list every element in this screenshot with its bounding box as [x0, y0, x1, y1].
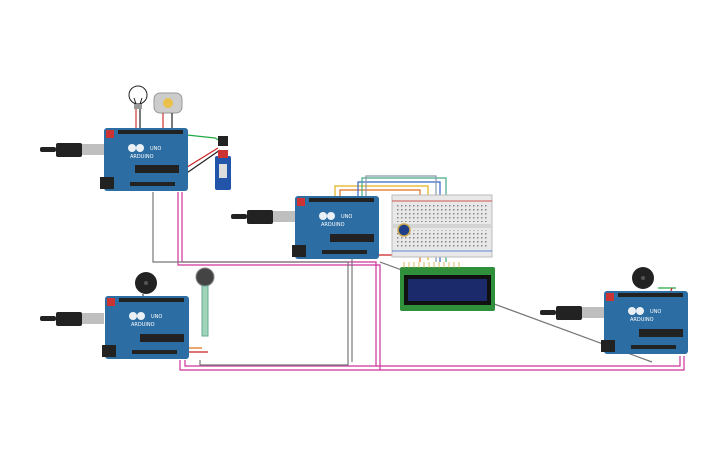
wire-magenta-bus-2[interactable] [181, 192, 377, 367]
servo-icon[interactable] [215, 150, 231, 190]
transistor-icon[interactable] [218, 136, 228, 146]
arduino-uno-board-3[interactable]: UNO ARDUINO [40, 296, 189, 359]
board-2-model-label: UNO [341, 214, 352, 220]
wire-magenta-bus-3[interactable] [376, 356, 681, 367]
wire-gray-1[interactable] [152, 192, 349, 366]
arduino-uno-board-2[interactable]: UNO ARDUINO [231, 196, 379, 259]
force-sensor-icon[interactable] [195, 267, 215, 337]
wire-magenta-bus-4[interactable] [380, 356, 685, 371]
board-pcb-2 [295, 196, 379, 259]
board-3-brand-label: ARDUINO [131, 322, 155, 328]
dc-motor-icon[interactable] [153, 92, 183, 128]
piezo-buzzer-icon-2[interactable] [632, 267, 654, 289]
board-pcb-3 [105, 296, 189, 359]
usb-cable-3 [40, 312, 104, 326]
board-1-brand-label: ARDUINO [130, 154, 154, 160]
usb-cable-2 [231, 210, 295, 224]
lcd-16x2[interactable] [400, 262, 495, 311]
board-3-model-label: UNO [151, 314, 162, 320]
board-pcb-1 [104, 128, 188, 191]
board-2-brand-label: ARDUINO [321, 222, 345, 228]
arduino-uno-board-1[interactable]: UNO ARDUINO [40, 128, 188, 191]
piezo-buzzer-icon[interactable] [135, 272, 157, 297]
potentiometer-icon[interactable] [397, 223, 411, 237]
board-pcb-4 [604, 291, 688, 354]
usb-cable-1 [40, 143, 104, 157]
usb-cable-4 [540, 306, 604, 320]
light-bulb-icon[interactable] [128, 85, 148, 128]
board-1-model-label: UNO [150, 146, 161, 152]
board-4-model-label: UNO [650, 309, 661, 315]
wire-magenta-bus-1[interactable] [177, 192, 381, 371]
board-4-brand-label: ARDUINO [630, 317, 654, 323]
arduino-uno-board-4[interactable]: UNO ARDUINO [540, 291, 688, 354]
